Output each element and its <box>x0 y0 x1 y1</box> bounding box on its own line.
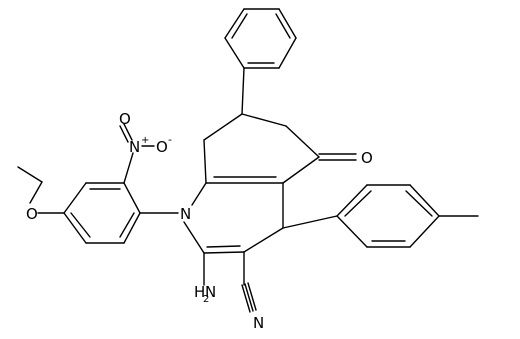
amino-subscript: 2 <box>203 294 209 305</box>
nitroaryl-ring <box>63 182 141 244</box>
nitro-oxygen-top-label: O <box>119 110 131 128</box>
ring-nitrogen-label: N <box>180 205 191 223</box>
nitro-c-n-bond <box>123 152 134 184</box>
ethyl-bond-1 <box>29 181 43 204</box>
nitro-no-bond-2 <box>123 123 133 141</box>
amino-n-label: N <box>205 283 216 301</box>
nitro-minus-charge: - <box>168 133 172 146</box>
nitro-plus-charge: + <box>141 135 149 146</box>
dihydropyridine-ring <box>183 182 284 254</box>
nitrile-nitrogen-label: N <box>253 314 264 332</box>
phenyl-ring <box>224 8 297 69</box>
nitro-no-bond-1 <box>119 125 129 143</box>
cyclohexanone-ring <box>203 113 320 184</box>
nitrile-group <box>241 251 257 313</box>
tolyl-ring <box>336 184 440 248</box>
nitro-nitrogen-label: N <box>129 138 140 156</box>
tolyl-link-bond <box>282 215 338 229</box>
phenyl-link-bond <box>241 67 245 115</box>
ether-oxygen-label: O <box>26 205 38 223</box>
nitro-oxygen-right-label: O <box>156 138 168 156</box>
amino-h-label: H <box>194 283 205 301</box>
ethyl-bond-2 <box>17 166 43 183</box>
ketone-oxygen-label: O <box>361 149 373 167</box>
